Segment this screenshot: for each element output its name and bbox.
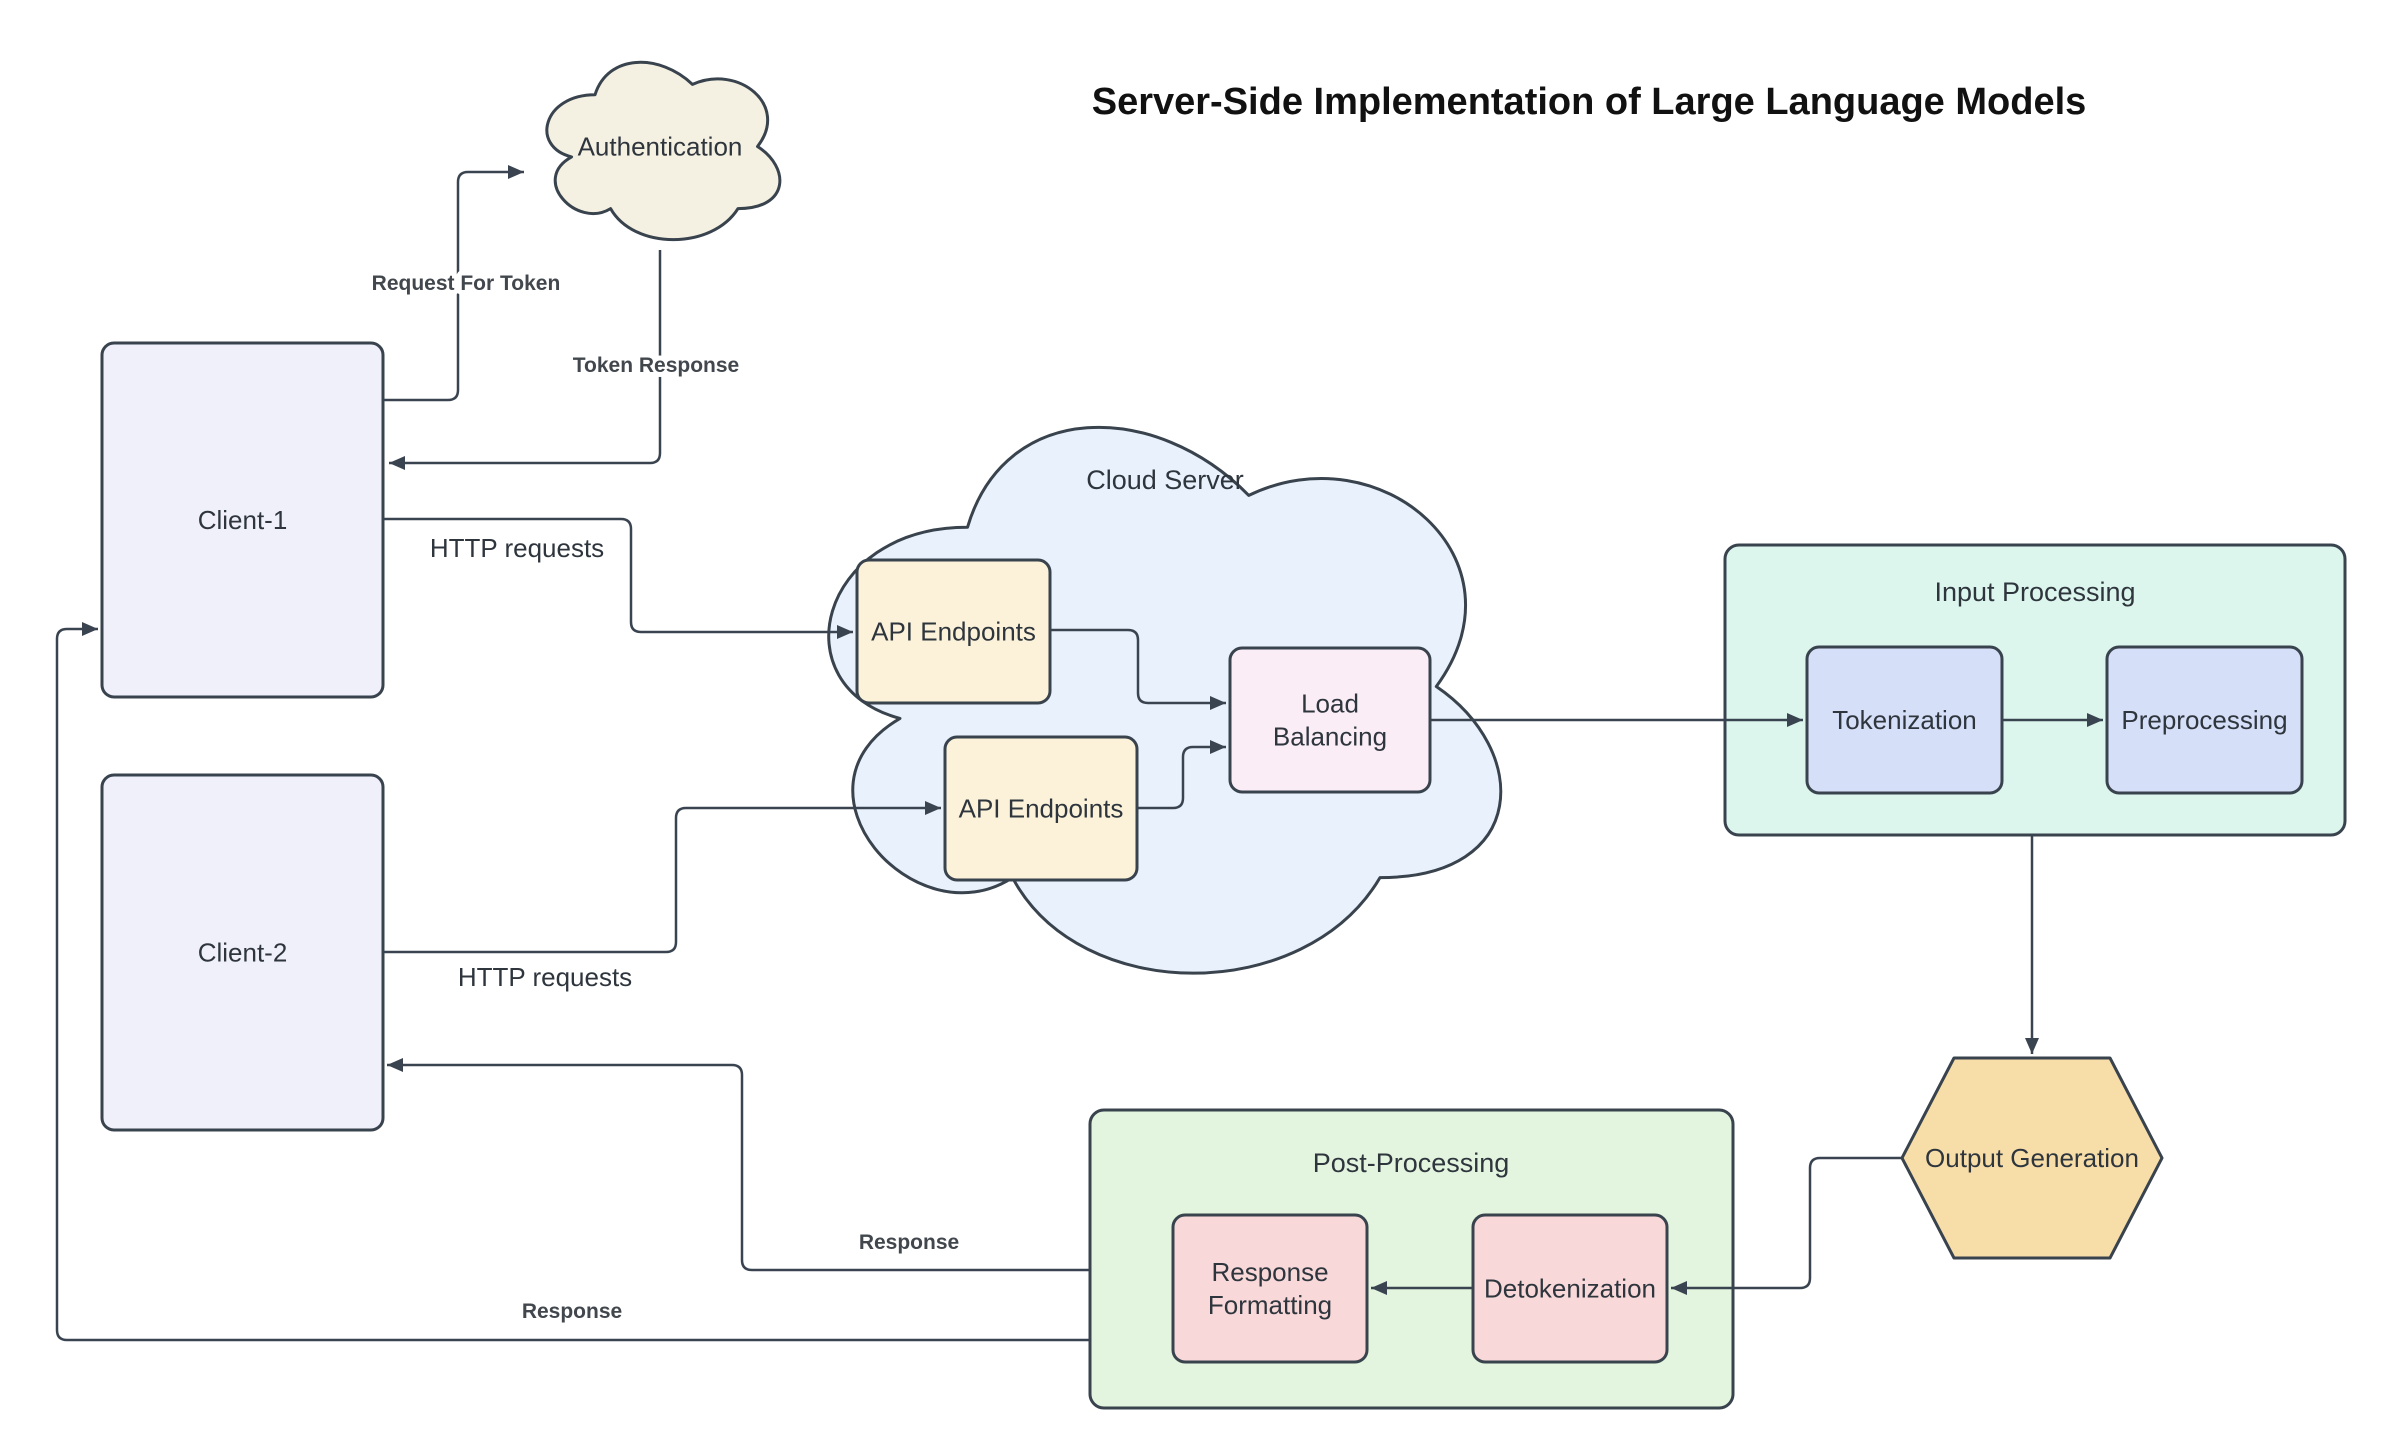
node-api-endpoints-1: API Endpoints: [855, 558, 1052, 705]
tokenization-label: Tokenization: [1832, 705, 1977, 735]
node-detokenization: Detokenization: [1471, 1213, 1669, 1364]
edge-label-response-to-client2: Response: [859, 1231, 959, 1254]
authentication-label-line: Authentication: [578, 132, 743, 162]
edges-layer: [55, 165, 2103, 1342]
authentication-label: Authentication: [578, 132, 743, 162]
response-formatting-label-line: Formatting: [1208, 1290, 1332, 1320]
detokenization-label-line: Detokenization: [1484, 1274, 1656, 1304]
tokenization-label-line: Tokenization: [1832, 705, 1977, 735]
post-processing-label-line: Post-Processing: [1313, 1148, 1510, 1178]
post-processing-label: Post-Processing: [1313, 1148, 1510, 1178]
edge-http-requests-1-line: [383, 517, 853, 639]
client-2-label-line: Client-2: [198, 938, 288, 968]
edge-response-to-client2-line: [387, 1058, 1090, 1272]
edge-request-for-token: [383, 165, 524, 402]
response-formatting-label-line: Response: [1211, 1257, 1328, 1287]
edge-api2-to-loadbalancing: [1137, 740, 1226, 810]
edge-api2-to-loadbalancing-line: [1137, 740, 1226, 810]
edge-label-http-requests-1: HTTP requests: [430, 533, 604, 563]
client-1-label: Client-1: [198, 505, 288, 535]
load-balancing-shape: [1228, 646, 1432, 794]
load-balancing-label-line: Balancing: [1273, 722, 1387, 752]
edge-http-requests-2-line: [383, 801, 941, 954]
api-endpoints-1-shape: [855, 558, 1052, 705]
edge-response-to-client2: [387, 1058, 1090, 1272]
node-preprocessing: Preprocessing: [2105, 645, 2304, 795]
api-endpoints-2-label: API Endpoints: [959, 794, 1124, 824]
cloud-server-label-line: Cloud Server: [1086, 465, 1244, 495]
edge-label-http-requests-2: HTTP requests: [458, 962, 632, 992]
node-authentication: Authentication: [545, 60, 782, 242]
edge-http-requests-1: [383, 517, 853, 639]
authentication-cloud-shape: [545, 60, 782, 242]
preprocessing-label-line: Preprocessing: [2121, 705, 2287, 735]
cloud-server-label: Cloud Server: [1086, 465, 1244, 495]
edge-token-response-line: [389, 250, 662, 470]
node-client-2: Client-2: [100, 773, 385, 1132]
node-client-1: Client-1: [100, 341, 385, 699]
client-1-label-line: Client-1: [198, 505, 288, 535]
edge-api1-to-loadbalancing-line: [1050, 628, 1226, 710]
api-endpoints-2-label-line: API Endpoints: [959, 794, 1124, 824]
response-formatting-shape: [1171, 1213, 1369, 1364]
edge-label-request-for-token: Request For Token: [372, 272, 561, 295]
edge-outputgeneration-to-detokenization-line: [1671, 1156, 1902, 1295]
edge-request-for-token-line: [383, 165, 524, 402]
preprocessing-shape: [2105, 645, 2304, 795]
edge-api1-to-loadbalancing: [1050, 628, 1226, 710]
api-endpoints-1-label-line: API Endpoints: [871, 617, 1036, 647]
edge-token-response: [389, 250, 662, 470]
edge-response-to-client1: [55, 622, 1090, 1342]
input-processing-label-line: Input Processing: [1934, 577, 2135, 607]
edge-label-response-to-client1: Response: [522, 1300, 622, 1323]
node-output-generation: Output Generation: [1900, 1056, 2164, 1260]
node-api-endpoints-2: API Endpoints: [943, 735, 1139, 882]
detokenization-label: Detokenization: [1484, 1274, 1656, 1304]
edge-response-to-client1-line: [55, 622, 1090, 1342]
node-tokenization: Tokenization: [1805, 645, 2004, 795]
output-generation-label: Output Generation: [1925, 1143, 2139, 1173]
client-2-label: Client-2: [198, 938, 288, 968]
edge-http-requests-2: [383, 801, 941, 954]
api-endpoints-1-label: API Endpoints: [871, 617, 1036, 647]
input-processing-label: Input Processing: [1934, 577, 2135, 607]
output-generation-label-line: Output Generation: [1925, 1143, 2139, 1173]
edge-outputgeneration-to-detokenization: [1671, 1156, 1902, 1295]
diagram-title: Server-Side Implementation of Large Lang…: [1092, 81, 2087, 123]
edge-label-token-response: Token Response: [573, 354, 739, 377]
preprocessing-label: Preprocessing: [2121, 705, 2287, 735]
load-balancing-label-line: Load: [1301, 689, 1359, 719]
